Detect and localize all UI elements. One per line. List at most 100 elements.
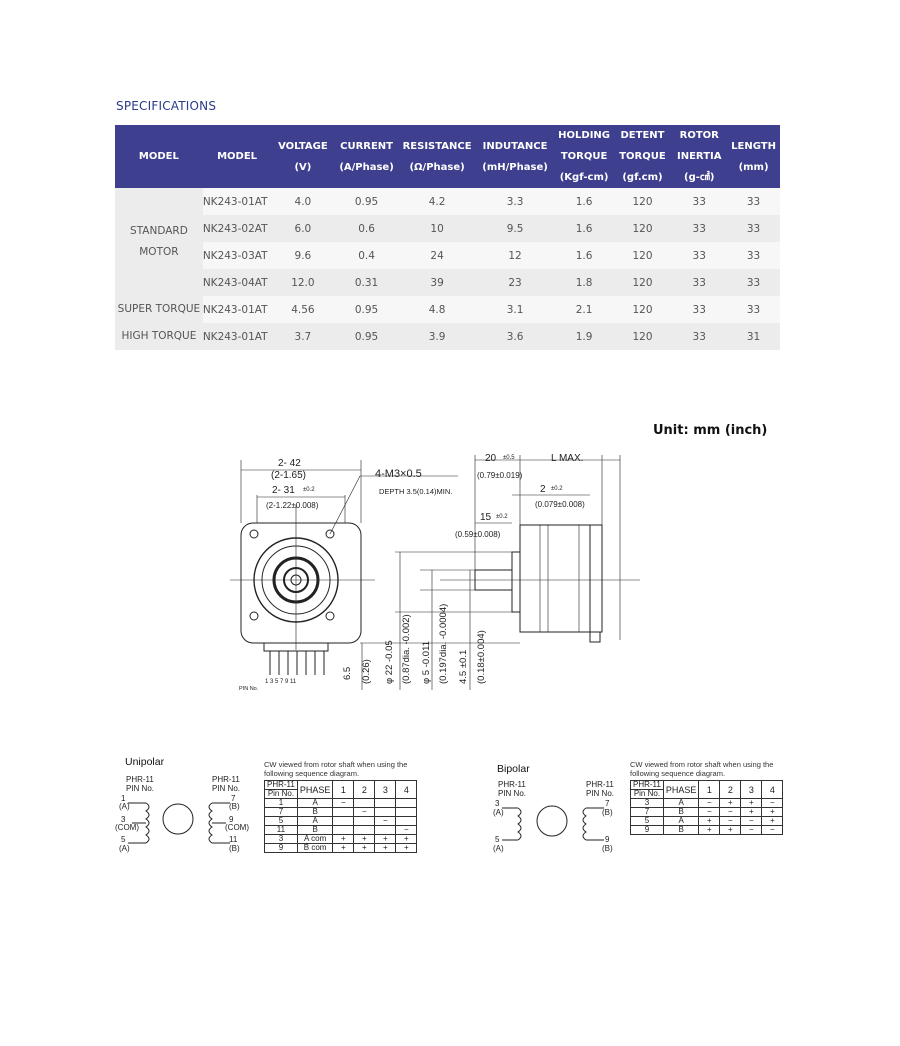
model-group-label: SUPER TORQUE: [117, 303, 201, 315]
bipolar-left-header: PHR-11: [498, 780, 526, 789]
seq-cell: −: [374, 816, 397, 826]
seq-table-top-cell: PHR-11: [630, 780, 664, 790]
dim-20: 20: [485, 453, 497, 464]
value-cell: 3.9: [398, 323, 476, 350]
dim-2: 2: [540, 484, 546, 495]
seq-step-header: 4: [761, 780, 784, 799]
seq-step-header: 1: [698, 780, 721, 799]
dim-42-inch: (2-1.65): [271, 470, 306, 481]
dim-6-5-inch: (0.26): [361, 659, 372, 684]
bipolar-pin-3-label: (A): [493, 808, 504, 817]
dim-31-inch: (2-1.22±0.008): [266, 501, 319, 510]
value-cell: 33: [727, 215, 780, 242]
value-cell: 39: [398, 269, 476, 296]
spec-header-cell: CURRENT (A/Phase): [334, 125, 399, 188]
seq-step-header: 1: [332, 780, 355, 799]
motor-side-body: [519, 524, 591, 633]
model-group-cell: HIGH TORQUE: [115, 323, 203, 350]
value-cell: 12.0: [271, 269, 335, 296]
value-cell: 120: [613, 296, 672, 323]
model-cell: NK243-01AT: [202, 188, 272, 215]
unipolar-note: CW viewed from rotor shaft when using th…: [264, 760, 408, 778]
value-cell: 4.56: [271, 296, 335, 323]
value-cell: 3.1: [475, 296, 555, 323]
spec-header-line: (mH/Phase): [482, 161, 548, 173]
spec-header-line: (mm): [738, 161, 769, 173]
value-cell: 0.4: [334, 242, 399, 269]
value-cell: 33: [727, 242, 780, 269]
bipolar-left-header-pin: PIN No.: [498, 789, 526, 798]
bipolar-pin-7-label: (B): [602, 808, 613, 817]
value-cell: 2.1: [554, 296, 614, 323]
spec-header-cell: RESISTANCE(Ω/Phase): [398, 125, 476, 188]
dim-20-inch: (0.79±0.019): [477, 471, 523, 480]
bipolar-note: CW viewed from rotor shaft when using th…: [630, 760, 774, 778]
seq-cell: [395, 798, 418, 808]
model-group-label: MOTOR: [139, 246, 179, 258]
seq-phase-header: PHASE: [296, 780, 334, 799]
spec-header-line: LENGTH: [731, 140, 776, 152]
bipolar-right-header: PHR-11: [586, 780, 614, 789]
spec-header-line: (gf.cm): [622, 172, 663, 183]
seq-cell: [332, 816, 355, 826]
unit-label: Unit: mm (inch): [653, 423, 768, 438]
seq-cell: +: [374, 843, 397, 853]
value-cell: 33: [671, 269, 728, 296]
value-cell: 33: [671, 188, 728, 215]
seq-step-header: 4: [395, 780, 418, 799]
section-title: SPECIFICATIONS: [116, 99, 217, 113]
dim-15: 15: [480, 512, 492, 523]
seq-cell: 9: [630, 825, 664, 835]
dim-dia-5: φ 5 -0.011: [421, 641, 432, 684]
dim-31-tol: ±0.2: [303, 487, 315, 493]
model-cell: NK243-01AT: [202, 296, 272, 323]
unipolar-wiring: [128, 802, 230, 844]
unipolar-right-header-pin: PIN No.: [212, 784, 240, 793]
value-cell: 12: [475, 242, 555, 269]
model-group-label: STANDARD: [130, 225, 188, 237]
value-cell: 33: [671, 215, 728, 242]
bipolar-pin-9: 9: [605, 835, 610, 844]
bipolar-title: Bipolar: [497, 763, 530, 775]
value-cell: 120: [613, 215, 672, 242]
unipolar-pin-1-label: (A): [119, 802, 130, 811]
dim-4-5-inch: (0.18±0.004): [476, 630, 487, 684]
value-cell: 24: [398, 242, 476, 269]
seq-cell: +: [353, 843, 376, 853]
dim-15-tol: ±0.2: [496, 514, 508, 520]
spec-header-line: (A/Phase): [339, 161, 394, 173]
seq-cell: [332, 807, 355, 817]
value-cell: 1.9: [554, 323, 614, 350]
unipolar-pin-5-label: (A): [119, 844, 130, 853]
unipolar-pin-1: 1: [121, 794, 126, 803]
value-cell: 3.7: [271, 323, 335, 350]
spec-header-line: (Kgf-cm): [559, 172, 609, 183]
value-cell: 33: [671, 296, 728, 323]
value-cell: 0.95: [334, 323, 399, 350]
seq-table-top-cell: PHR-11: [264, 780, 298, 790]
value-cell: 31: [727, 323, 780, 350]
dim-15-inch: (0.59±0.008): [455, 530, 501, 539]
bipolar-wiring: [502, 805, 604, 841]
spec-header-line: MODEL: [217, 151, 258, 162]
seq-cell: +: [332, 843, 355, 853]
spec-header-cell: VOLTAGE(V): [271, 125, 335, 188]
model-group-label: HIGH TORQUE: [121, 330, 197, 342]
depth-spec: DEPTH 3.5(0.14)MIN.: [379, 487, 452, 496]
unipolar-pin-11-label: (B): [229, 844, 240, 853]
unipolar-left-header-pin: PIN No.: [126, 784, 154, 793]
dim-42: 2- 42: [278, 458, 301, 469]
value-cell: 33: [727, 188, 780, 215]
spec-header-line: CURRENT: [340, 140, 393, 152]
